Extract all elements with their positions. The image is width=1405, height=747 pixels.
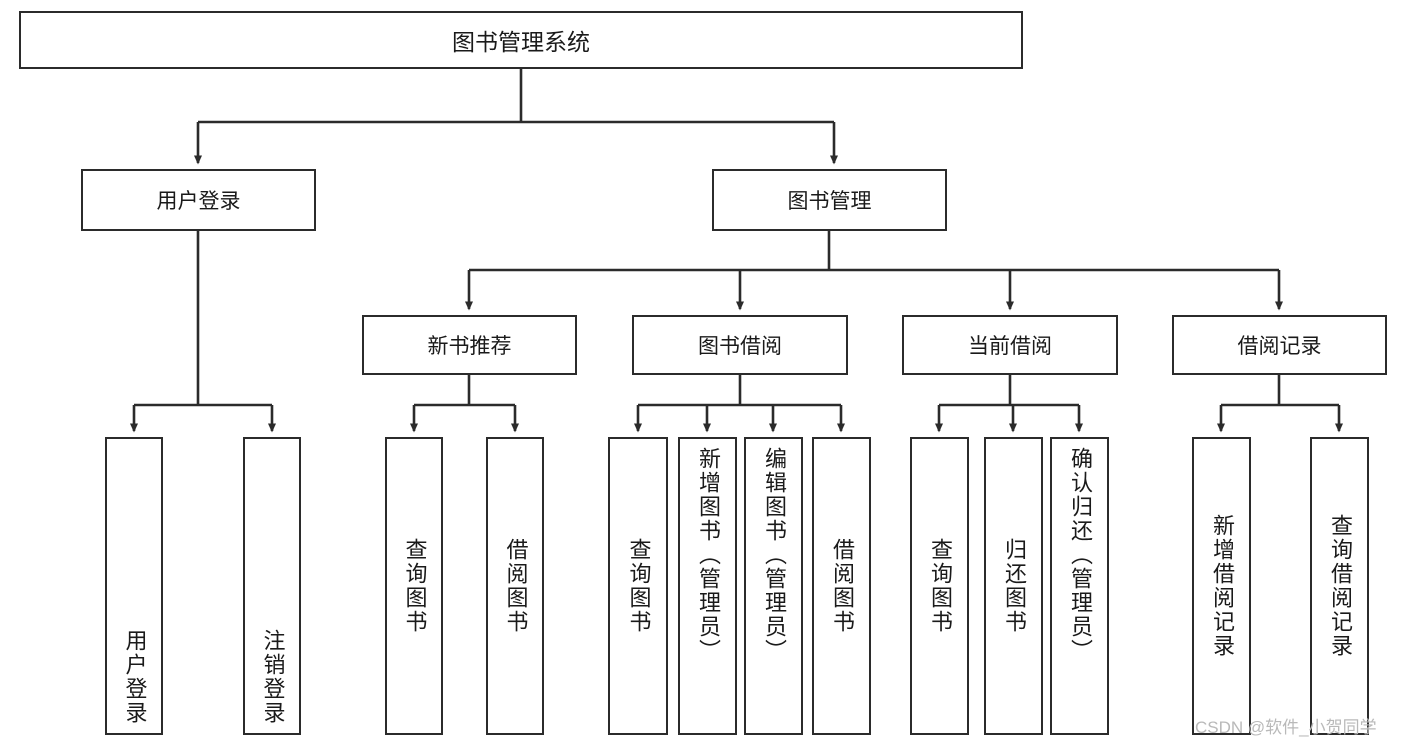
node-book-management-label: 图书管理: [787, 190, 872, 213]
node-leaf-borrow-book[interactable]: 借阅图书: [812, 437, 871, 735]
node-leaf-user-login-label: 用户登录: [122, 629, 148, 725]
node-leaf-confirm-return-admin-label: 确认归还（管理员）: [1067, 447, 1093, 663]
node-leaf-add-borrow-record[interactable]: 新增借阅记录: [1192, 437, 1251, 735]
node-leaf-query-book-current-label: 查询图书: [927, 538, 953, 634]
node-leaf-query-borrow-record-label: 查询借阅记录: [1327, 514, 1353, 658]
node-leaf-borrow-book-rec[interactable]: 借阅图书: [486, 437, 544, 735]
node-leaf-edit-book-admin[interactable]: 编辑图书（管理员）: [744, 437, 803, 735]
node-user-login[interactable]: 用户登录: [81, 169, 316, 231]
node-leaf-borrow-book-label: 借阅图书: [829, 538, 855, 634]
node-leaf-add-borrow-record-label: 新增借阅记录: [1209, 514, 1235, 658]
node-current-borrow-label: 当前借阅: [968, 335, 1052, 358]
node-leaf-add-book-admin[interactable]: 新增图书（管理员）: [678, 437, 737, 735]
node-borrow-record-label: 借阅记录: [1237, 335, 1322, 358]
node-book-borrow[interactable]: 图书借阅: [632, 315, 848, 375]
watermark-text: CSDN @软件_小贺同学: [1195, 718, 1377, 737]
node-leaf-query-book-rec[interactable]: 查询图书: [385, 437, 443, 735]
node-leaf-add-book-admin-label: 新增图书（管理员）: [695, 447, 721, 663]
node-leaf-query-book-current[interactable]: 查询图书: [910, 437, 969, 735]
node-user-login-label: 用户登录: [156, 190, 241, 213]
node-borrow-record[interactable]: 借阅记录: [1172, 315, 1387, 375]
node-leaf-confirm-return-admin[interactable]: 确认归还（管理员）: [1050, 437, 1109, 735]
node-leaf-query-book-borrow-label: 查询图书: [626, 538, 652, 634]
node-leaf-user-logout[interactable]: 注销登录: [243, 437, 301, 735]
node-leaf-return-book-label: 归还图书: [1001, 538, 1027, 634]
node-new-book-recommend-label: 新书推荐: [427, 335, 512, 358]
node-leaf-user-login[interactable]: 用户登录: [105, 437, 163, 735]
node-root-label: 图书管理系统: [452, 29, 590, 55]
node-leaf-query-borrow-record[interactable]: 查询借阅记录: [1310, 437, 1369, 735]
node-book-borrow-label: 图书借阅: [698, 335, 782, 358]
node-leaf-borrow-book-rec-label: 借阅图书: [503, 538, 529, 634]
node-current-borrow[interactable]: 当前借阅: [902, 315, 1118, 375]
node-leaf-edit-book-admin-label: 编辑图书（管理员）: [761, 447, 787, 663]
node-book-management[interactable]: 图书管理: [712, 169, 947, 231]
node-root[interactable]: 图书管理系统: [19, 11, 1023, 69]
node-leaf-user-logout-label: 注销登录: [260, 629, 286, 725]
node-leaf-return-book[interactable]: 归还图书: [984, 437, 1043, 735]
node-leaf-query-book-borrow[interactable]: 查询图书: [608, 437, 668, 735]
node-leaf-query-book-rec-label: 查询图书: [402, 538, 428, 634]
node-new-book-recommend[interactable]: 新书推荐: [362, 315, 577, 375]
watermark: CSDN @软件_小贺同学: [1195, 713, 1377, 738]
